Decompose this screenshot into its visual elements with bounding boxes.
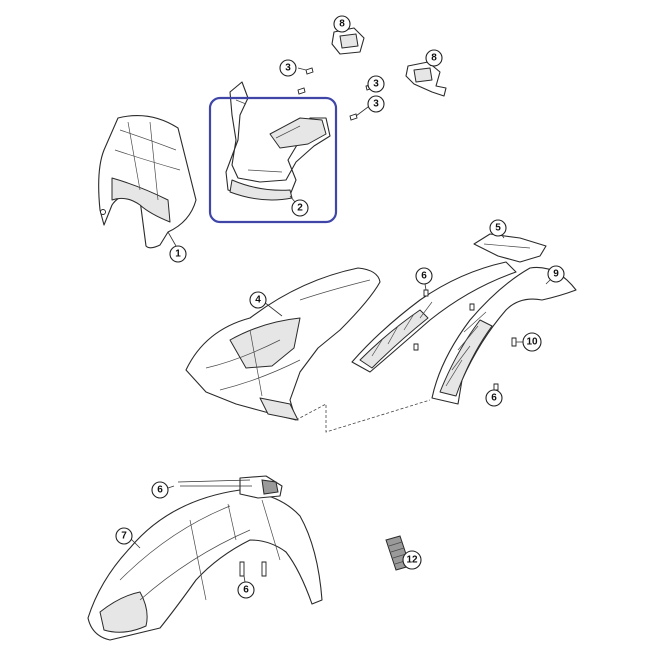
callout: 9	[547, 265, 565, 283]
callout: 3	[367, 75, 385, 93]
svg-text:6: 6	[243, 585, 249, 596]
callout: 8	[333, 15, 351, 33]
svg-text:1: 1	[175, 249, 181, 260]
callout: 4	[249, 291, 267, 309]
svg-text:2: 2	[297, 203, 303, 214]
svg-text:6: 6	[421, 271, 427, 282]
svg-text:5: 5	[495, 223, 501, 234]
callout: 10	[522, 332, 542, 352]
svg-text:8: 8	[431, 53, 437, 64]
headlight-mask	[98, 115, 197, 249]
svg-text:6: 6	[491, 393, 497, 404]
callout: 7	[115, 527, 133, 545]
svg-text:3: 3	[285, 63, 291, 74]
rear-bracket	[473, 233, 547, 263]
callout: 6	[151, 481, 169, 499]
svg-text:7: 7	[121, 531, 127, 542]
callout: 6	[237, 581, 255, 599]
callout: 2	[291, 199, 309, 217]
svg-text:3: 3	[373, 79, 379, 90]
clamp-lower	[405, 61, 447, 97]
callout: 6	[415, 267, 433, 285]
front-shroud	[185, 267, 381, 421]
selection-highlight	[208, 96, 338, 224]
svg-text:10: 10	[526, 337, 538, 348]
svg-text:8: 8	[339, 19, 345, 30]
callout: 3	[367, 95, 385, 113]
reference-lines	[295, 399, 431, 433]
svg-text:4: 4	[255, 295, 261, 306]
clamp-upper	[331, 27, 365, 55]
callout: 1	[169, 245, 187, 263]
callout: 3	[279, 59, 297, 77]
callout: 6	[485, 389, 503, 407]
left-side-panel	[351, 261, 517, 373]
headlight-bracket	[225, 81, 331, 201]
side-panel-frame	[431, 266, 577, 405]
front-fender	[87, 475, 323, 641]
callout: 5	[489, 219, 507, 237]
callout: 12	[402, 550, 422, 570]
svg-text:6: 6	[157, 485, 163, 496]
svg-text:3: 3	[373, 99, 379, 110]
callout: 8	[425, 49, 443, 67]
svg-text:12: 12	[406, 555, 418, 566]
bolts-mid	[413, 289, 517, 391]
svg-text:9: 9	[553, 269, 559, 280]
